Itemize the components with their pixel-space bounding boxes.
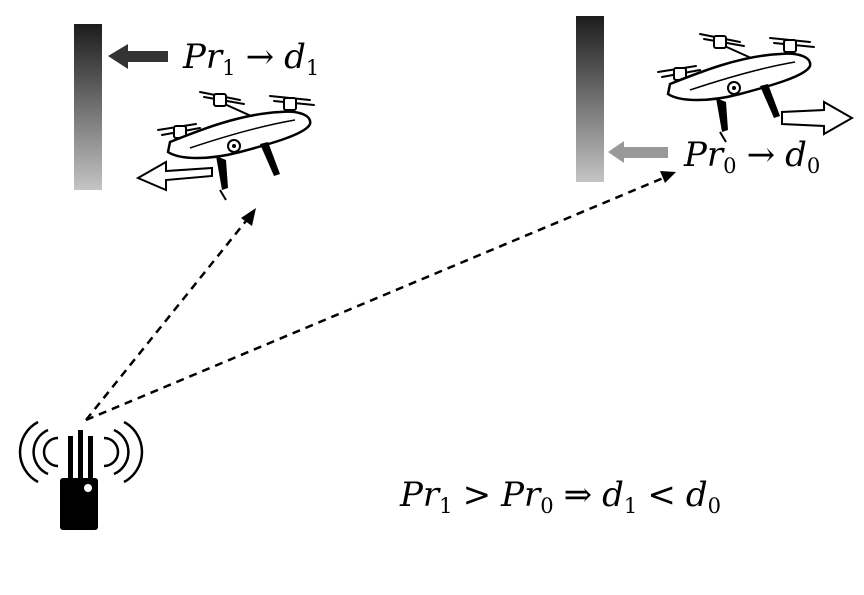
signal-line-to-drone-0: [85, 174, 669, 422]
relation-d0-sub: 0: [707, 493, 721, 519]
label-power-sub: 1: [222, 55, 236, 81]
label-distance-sub: 1: [305, 55, 320, 81]
relation-d1: d: [602, 475, 624, 515]
relation-p0-sub: 0: [540, 493, 554, 519]
label-power: Pr: [684, 135, 724, 175]
relation-implies: ⇒: [563, 475, 593, 515]
drone-1-motion-arrow: [135, 160, 213, 192]
label-arrow: →: [245, 37, 275, 77]
relation-d0: d: [685, 475, 708, 515]
label-distance: d: [284, 37, 306, 77]
label-distance: d: [785, 135, 807, 175]
label-arrow: →: [746, 135, 776, 175]
left-wall-bar: [74, 24, 102, 190]
right-wall-bar: [576, 16, 604, 182]
radio-transmitter-icon: [18, 420, 144, 530]
drone-1-power-distance-label: Pr1→d1: [183, 37, 319, 78]
signal-arrowhead-1: [241, 208, 256, 226]
label-power: Pr: [183, 37, 223, 77]
drone-0-power-distance-label: Pr0→d0: [684, 135, 820, 176]
relation-greater-than: >: [462, 475, 492, 515]
signal-arrowhead-0: [660, 171, 676, 183]
power-distance-relation: Pr1>Pr0⇒d1<d0: [400, 475, 721, 516]
relation-p0: Pr: [501, 475, 541, 515]
signal-line-to-drone-1: [85, 215, 251, 421]
label-distance-sub: 0: [806, 153, 821, 179]
left-wall-arrow: [108, 44, 168, 69]
right-wall-arrow: [608, 141, 668, 163]
relation-p1: Pr: [400, 475, 440, 515]
relation-d1-sub: 1: [623, 493, 638, 519]
drone-1-icon: [156, 90, 316, 202]
drone-0-icon: [656, 32, 816, 144]
drone-0-motion-arrow: [781, 100, 855, 136]
label-power-sub: 0: [723, 153, 737, 179]
relation-less-than: <: [647, 475, 676, 515]
relation-p1-sub: 1: [439, 493, 453, 519]
